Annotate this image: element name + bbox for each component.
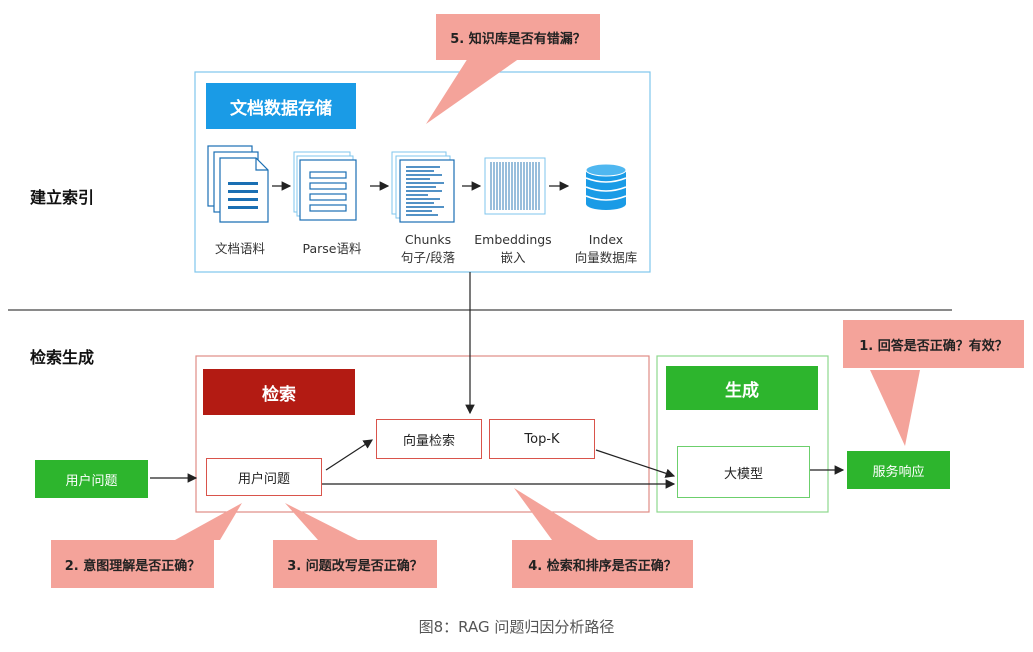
section-label-retrieval-generation: 检索生成: [30, 348, 95, 367]
step-embeddings: Embeddings 嵌入: [470, 231, 556, 267]
callout-1-tail: [870, 370, 920, 446]
chunks-icon: [391, 151, 455, 223]
step-document-label: 文档语料: [214, 241, 265, 256]
step-chunks-label: Chunks: [404, 232, 452, 247]
parse-icon: [293, 151, 357, 221]
step-embeddings-sublabel: 嵌入: [500, 250, 526, 265]
retrieval-frame: [195, 355, 650, 513]
embeddings-icon: [484, 157, 546, 215]
callout-4: 4. 检索和排序是否正确？: [512, 540, 693, 588]
callout-3-tail: [285, 503, 358, 540]
retrieval-title: 检索: [203, 369, 355, 415]
callout-5: 5. 知识库是否有错漏？: [436, 14, 600, 60]
step-document: 文档语料: [200, 240, 280, 258]
section-label-index: 建立索引: [30, 188, 95, 207]
step-embeddings-label: Embeddings: [474, 232, 552, 247]
step-chunks-sublabel: 句子/段落: [400, 250, 456, 265]
input-user-question: 用户问题: [35, 460, 148, 498]
step-parse: Parse语料: [292, 240, 372, 258]
storage-title: 文档数据存储: [206, 83, 356, 129]
llm-node: 大模型: [677, 446, 810, 498]
topk-node: Top-K: [489, 419, 595, 459]
callout-2-tail: [175, 503, 242, 540]
callout-1: 1. 回答是否正确？有效？: [843, 320, 1024, 368]
arrow-topk-llm: [595, 449, 676, 478]
document-icon: [207, 145, 269, 223]
vector-search-node: 向量检索: [376, 419, 482, 459]
output-service-response: 服务响应: [847, 451, 950, 489]
step-chunks: Chunks 句子/段落: [385, 231, 471, 267]
generation-frame: [656, 355, 829, 513]
callout-2: 2. 意图理解是否正确？: [51, 540, 214, 588]
step-parse-label: Parse语料: [302, 241, 362, 256]
step-index: Index 向量数据库: [565, 231, 647, 267]
callout-3: 3. 问题改写是否正确？: [273, 540, 437, 588]
database-icon: [585, 163, 627, 210]
arrow-question-vector-search: [325, 439, 374, 471]
callout-4-tail: [514, 488, 598, 540]
step-index-label: Index: [588, 232, 624, 247]
retrieval-user-question: 用户问题: [206, 458, 322, 496]
step-index-sublabel: 向量数据库: [574, 250, 638, 265]
figure-caption: 图8：RAG 问题归因分析路径: [418, 618, 615, 636]
callout-5-tail: [426, 58, 520, 124]
generation-title: 生成: [666, 366, 818, 410]
